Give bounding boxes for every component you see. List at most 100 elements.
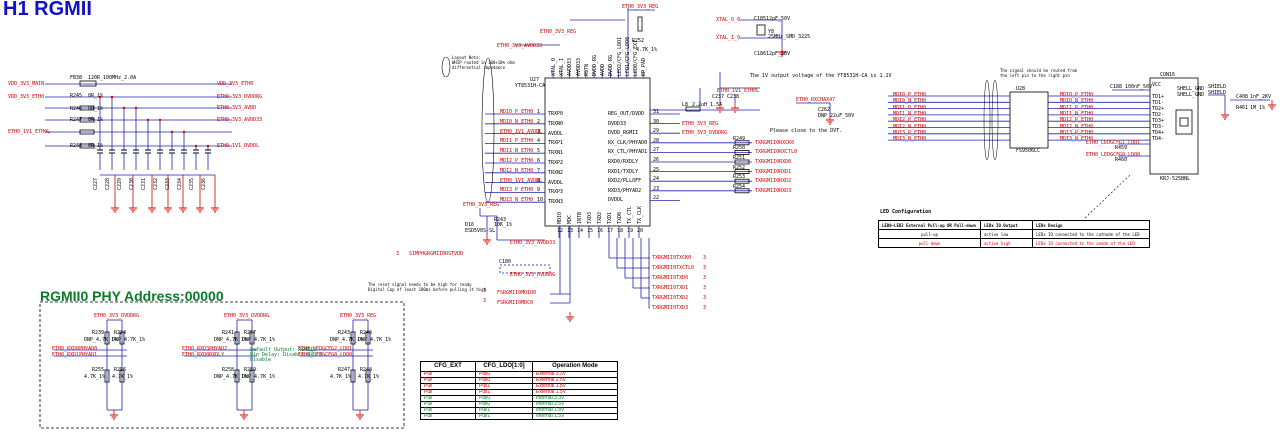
- junction-dot: [146, 118, 150, 122]
- net-label: SIMPHGRGMII0RSTVDD: [409, 251, 464, 257]
- net-label: 12pF_50V: [766, 16, 791, 22]
- net-label: 10K_1%: [494, 222, 513, 228]
- led-cell: active high: [980, 238, 1033, 248]
- junction-dot: [158, 118, 162, 122]
- net-label: ETH0_3V3_DVDDRG: [682, 130, 728, 137]
- net-label: 4.7K_1%: [358, 374, 380, 380]
- net-label: FS9506LC: [1016, 148, 1041, 154]
- net-label: R459: [1115, 145, 1128, 151]
- schematic-wires: [39, 8, 1276, 429]
- component-box: [79, 80, 97, 87]
- net-label: 27: [653, 147, 660, 154]
- component-box: [499, 264, 551, 274]
- net-label: TD4-: [1152, 136, 1165, 142]
- net-label: AVDD33: [575, 57, 582, 76]
- net-label: MDI2_N_ETH0: [893, 123, 927, 130]
- net-label: R247: [70, 117, 83, 123]
- net-label: 28: [653, 137, 660, 144]
- net-label: TD1-: [1152, 100, 1165, 106]
- net-label: L8: [682, 102, 689, 108]
- net-label: 29: [653, 128, 660, 135]
- net-label: TD2+: [1152, 106, 1165, 112]
- component-box: [1149, 77, 1199, 175]
- component-box: [734, 169, 750, 175]
- junction-dot: [206, 144, 210, 148]
- net-label: Please close to the DVT.: [770, 128, 843, 134]
- component-box: [119, 331, 125, 345]
- net-label: R461: [1236, 105, 1249, 111]
- net-label: 0R_1%: [88, 93, 104, 99]
- led-cell: LEDx IO connected to the cathode of the …: [1032, 229, 1150, 239]
- net-label: C185: [754, 16, 767, 22]
- net-label: ETH0_3V3_AVDD33: [217, 117, 263, 123]
- net-label: R243: [494, 217, 507, 223]
- net-label: YT8531H-CA: [515, 83, 546, 89]
- net-label: RXD1/TXDLY: [608, 168, 639, 175]
- net-label: TD4+: [1152, 130, 1165, 136]
- net-label: SHIELD: [1208, 90, 1227, 96]
- net-label: R255: [92, 367, 105, 373]
- net-label: MDI3_N_ETH0: [1060, 136, 1094, 143]
- net-label: 4.7K_1%: [84, 374, 106, 380]
- net-label: TXRGMII0RXD1: [755, 168, 792, 175]
- net-label: VCC: [1152, 82, 1162, 88]
- net-label: C232: [153, 177, 159, 190]
- net-label: TRXN0: [548, 120, 564, 127]
- net-label: VDD_3V3_ETH0: [217, 81, 254, 87]
- net-label: R243: [338, 330, 351, 336]
- net-label: MDI2_N_ETH0: [1060, 123, 1094, 130]
- net-label: ETH0_3V3_AVDD: [217, 105, 257, 111]
- net-label: ETH0_1V1_ETH0L: [8, 129, 51, 135]
- net-label: TXRGMII0RXD2: [755, 178, 792, 185]
- net-label: 22: [653, 195, 660, 202]
- net-label: 0R_1%: [88, 117, 104, 123]
- net-label: ETH0_1V1_DVDDL: [217, 143, 260, 149]
- component-box: [119, 369, 125, 383]
- net-label: TXRGMII0RXCTL0: [755, 149, 798, 156]
- net-label: MDI0_N_ETH0: [893, 98, 927, 105]
- net-label: TXRGMII0TXCTL0: [652, 265, 695, 271]
- net-label: MDI3_N_ETH0: [500, 197, 534, 204]
- net-label: ESD5V0S-SL: [465, 228, 496, 234]
- net-label: DVDD_RG: [608, 54, 615, 76]
- net-label: TRXP3: [548, 189, 564, 196]
- pointer-line: [1084, 174, 1131, 219]
- led-config-title: LED Configuration: [880, 209, 932, 215]
- net-label: MDI1_N_ETH0: [500, 148, 534, 155]
- net-label: DNP_4.7K_1%: [330, 337, 364, 343]
- net-label: AVDD33: [567, 57, 574, 76]
- net-label: Y8: [768, 29, 775, 35]
- net-label: ETH0_3V3_REG: [622, 4, 659, 10]
- cfg-cell: Pull: [420, 413, 476, 420]
- net-label: R245: [70, 93, 83, 99]
- component-box: [734, 178, 750, 184]
- net-label: 3: [537, 128, 541, 135]
- net-label: The signal should be routed from the lef…: [1000, 68, 1078, 78]
- net-label: 13: [567, 228, 574, 234]
- net-label: 120R_100MHz_2.0A: [88, 75, 137, 81]
- net-label: R239: [92, 330, 105, 336]
- net-label: TX_CLK: [637, 205, 643, 224]
- net-label: ETH0_LEDGCFG0_LDO0: [298, 352, 353, 358]
- led-header: LEDx IO Output: [980, 220, 1033, 230]
- led-cell: LEDx IO connected to the anode of the LE…: [1032, 238, 1150, 248]
- net-label: ETH0_LEDGCFG0_LDO0: [1086, 152, 1141, 158]
- net-label: RX_CTL/PHYAD1: [608, 149, 648, 156]
- net-label: DNP_4.7K_1%: [242, 337, 276, 343]
- net-label: ETH0_3V3_DVDDRG: [510, 272, 556, 278]
- net-label: C235: [189, 177, 195, 190]
- net-label: 3: [703, 265, 707, 271]
- net-label: MDI1_P_ETH0: [1060, 104, 1094, 111]
- net-label: R248: [70, 143, 83, 149]
- net-label: 4.7K_1%: [330, 374, 352, 380]
- component-box: [234, 369, 240, 383]
- net-label: R241: [222, 330, 235, 336]
- component-box: [734, 140, 750, 146]
- net-label: C236: [201, 177, 207, 190]
- component-box: [79, 129, 95, 135]
- net-label: MDI3_P_ETH0: [893, 129, 927, 136]
